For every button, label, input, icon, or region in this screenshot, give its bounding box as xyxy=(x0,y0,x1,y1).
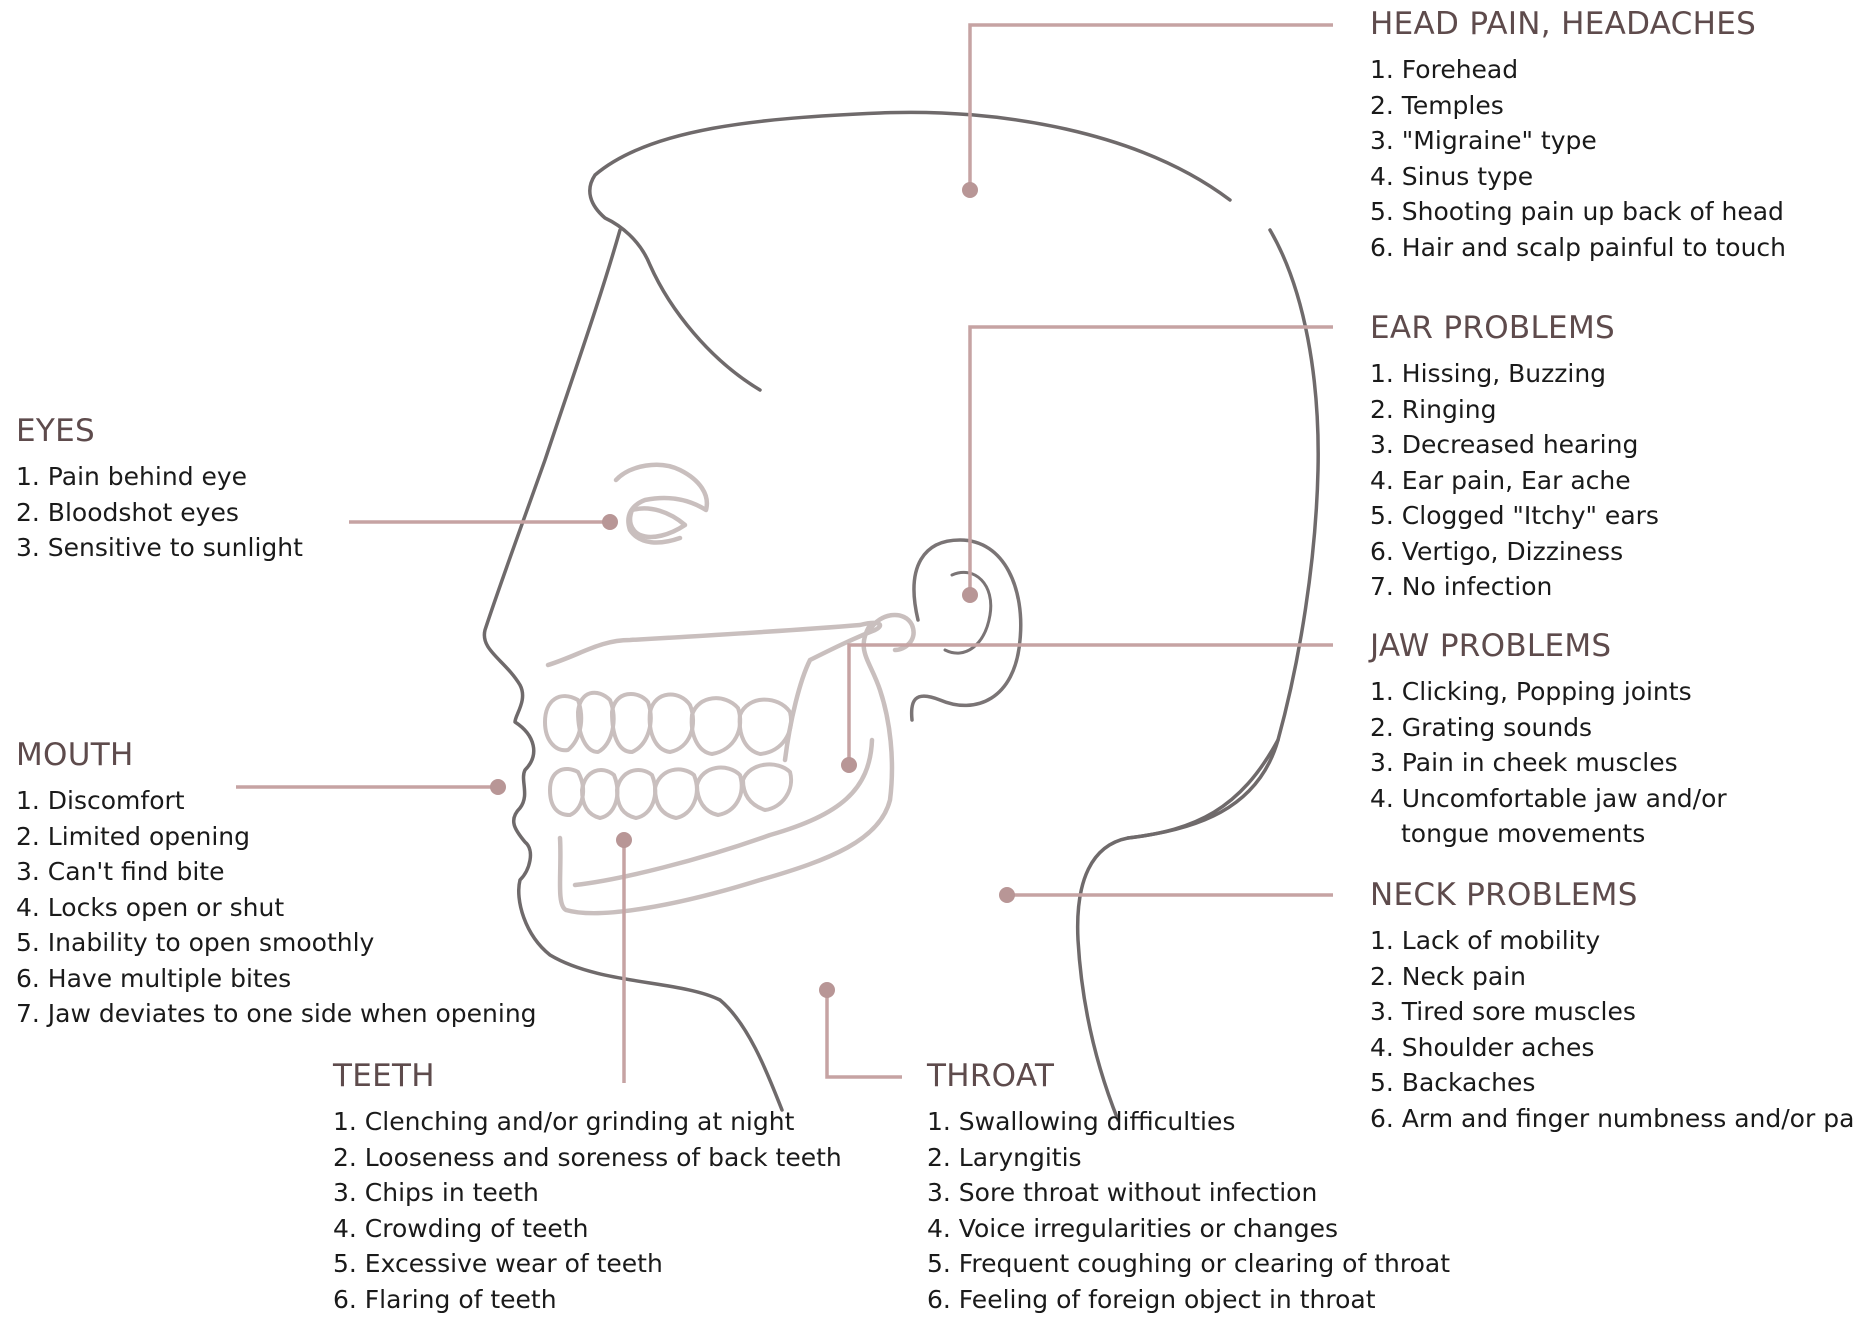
list-item: 6. Have multiple bites xyxy=(16,961,537,997)
list-item: 4. Crowding of teeth xyxy=(333,1211,842,1247)
neck-back-outline xyxy=(1128,740,1278,838)
mouth-section: MOUTH 1. Discomfort 2. Limited opening 3… xyxy=(16,737,537,1032)
list-item: 6. Vertigo, Dizziness xyxy=(1370,534,1659,570)
list-item: 1. Lack of mobility xyxy=(1370,923,1856,959)
list-item: tongue movements xyxy=(1370,816,1727,852)
list-item: 3. Sensitive to sunlight xyxy=(16,530,303,566)
list-item: 3. Pain in cheek muscles xyxy=(1370,745,1727,781)
symptom-list: 1. Swallowing difficulties 2. Laryngitis… xyxy=(927,1104,1450,1317)
list-item: 5. Inability to open smoothly xyxy=(16,925,537,961)
list-item: 4. Locks open or shut xyxy=(16,890,537,926)
ear-problems-section: EAR PROBLEMS 1. Hissing, Buzzing 2. Ring… xyxy=(1370,310,1659,605)
section-title: EAR PROBLEMS xyxy=(1370,310,1659,346)
list-item: 3. "Migraine" type xyxy=(1370,123,1786,159)
list-item: 2. Bloodshot eyes xyxy=(16,495,303,531)
list-item: 5. Shooting pain up back of head xyxy=(1370,194,1786,230)
list-item: 4. Ear pain, Ear ache xyxy=(1370,463,1659,499)
eyes-leader-dot xyxy=(602,514,618,530)
ear-leader-line xyxy=(970,327,1333,595)
eye-socket xyxy=(616,465,707,543)
list-item: 1. Clicking, Popping joints xyxy=(1370,674,1727,710)
neck-leader-dot xyxy=(999,887,1015,903)
symptom-list: 1. Forehead 2. Temples 3. "Migraine" typ… xyxy=(1370,52,1786,265)
symptom-list: 1. Clenching and/or grinding at night 2.… xyxy=(333,1104,842,1317)
head-leader-dot xyxy=(962,182,978,198)
list-item: 5. Frequent coughing or clearing of thro… xyxy=(927,1246,1450,1282)
list-item: 4. Sinus type xyxy=(1370,159,1786,195)
jaw-leader-dot xyxy=(841,757,857,773)
teeth-section: TEETH 1. Clenching and/or grinding at ni… xyxy=(333,1058,842,1317)
symptom-list: 1. Discomfort 2. Limited opening 3. Can'… xyxy=(16,783,537,1032)
list-item: 1. Discomfort xyxy=(16,783,537,819)
list-item: 2. Looseness and soreness of back teeth xyxy=(333,1140,842,1176)
throat-leader-dot xyxy=(819,982,835,998)
list-item: 5. Excessive wear of teeth xyxy=(333,1246,842,1282)
list-item: 7. No infection xyxy=(1370,569,1659,605)
ear-leader-dot xyxy=(962,587,978,603)
list-item: 3. Can't find bite xyxy=(16,854,537,890)
head-leader-line xyxy=(970,25,1333,190)
jaw-leader-line xyxy=(849,645,1333,765)
list-item: 2. Neck pain xyxy=(1370,959,1856,995)
symptom-list: 1. Pain behind eye 2. Bloodshot eyes 3. … xyxy=(16,459,303,566)
ear-drawing xyxy=(912,540,1021,720)
list-item: 2. Laryngitis xyxy=(927,1140,1450,1176)
list-item: 7. Jaw deviates to one side when opening xyxy=(16,996,537,1032)
teeth-drawing xyxy=(545,693,791,818)
teeth-leader-dot xyxy=(616,832,632,848)
list-item: 1. Clenching and/or grinding at night xyxy=(333,1104,842,1140)
list-item: 2. Temples xyxy=(1370,88,1786,124)
eye-ball xyxy=(630,508,685,537)
section-title: NECK PROBLEMS xyxy=(1370,877,1856,913)
skull-drawing xyxy=(548,465,914,913)
section-title: JAW PROBLEMS xyxy=(1370,628,1727,664)
list-item: 3. Sore throat without infection xyxy=(927,1175,1450,1211)
list-item: 4. Voice irregularities or changes xyxy=(927,1211,1450,1247)
list-item: 6. Flaring of teeth xyxy=(333,1282,842,1317)
list-item: 3. Chips in teeth xyxy=(333,1175,842,1211)
list-item: 6. Hair and scalp painful to touch xyxy=(1370,230,1786,266)
list-item: 2. Grating sounds xyxy=(1370,710,1727,746)
list-item: 4. Uncomfortable jaw and/or xyxy=(1370,781,1727,817)
symptom-list: 1. Hissing, Buzzing 2. Ringing 3. Decrea… xyxy=(1370,356,1659,605)
list-item: 2. Ringing xyxy=(1370,392,1659,428)
head-pain-section: HEAD PAIN, HEADACHES 1. Forehead 2. Temp… xyxy=(1370,6,1786,265)
eyes-section: EYES 1. Pain behind eye 2. Bloodshot eye… xyxy=(16,413,303,566)
section-title: MOUTH xyxy=(16,737,537,773)
jaw-problems-section: JAW PROBLEMS 1. Clicking, Popping joints… xyxy=(1370,628,1727,852)
section-title: THROAT xyxy=(927,1058,1450,1094)
list-item: 1. Forehead xyxy=(1370,52,1786,88)
list-item: 3. Tired sore muscles xyxy=(1370,994,1856,1030)
section-title: HEAD PAIN, HEADACHES xyxy=(1370,6,1786,42)
list-item: 3. Decreased hearing xyxy=(1370,427,1659,463)
throat-section: THROAT 1. Swallowing difficulties 2. Lar… xyxy=(927,1058,1450,1317)
list-item: 6. Feeling of foreign object in throat xyxy=(927,1282,1450,1317)
list-item: 1. Swallowing difficulties xyxy=(927,1104,1450,1140)
list-item: 5. Clogged "Itchy" ears xyxy=(1370,498,1659,534)
list-item: 1. Pain behind eye xyxy=(16,459,303,495)
list-item: 2. Limited opening xyxy=(16,819,537,855)
leader-dots xyxy=(490,182,1015,998)
section-title: EYES xyxy=(16,413,303,449)
list-item: 1. Hissing, Buzzing xyxy=(1370,356,1659,392)
section-title: TEETH xyxy=(333,1058,842,1094)
symptom-list: 1. Clicking, Popping joints 2. Grating s… xyxy=(1370,674,1727,852)
